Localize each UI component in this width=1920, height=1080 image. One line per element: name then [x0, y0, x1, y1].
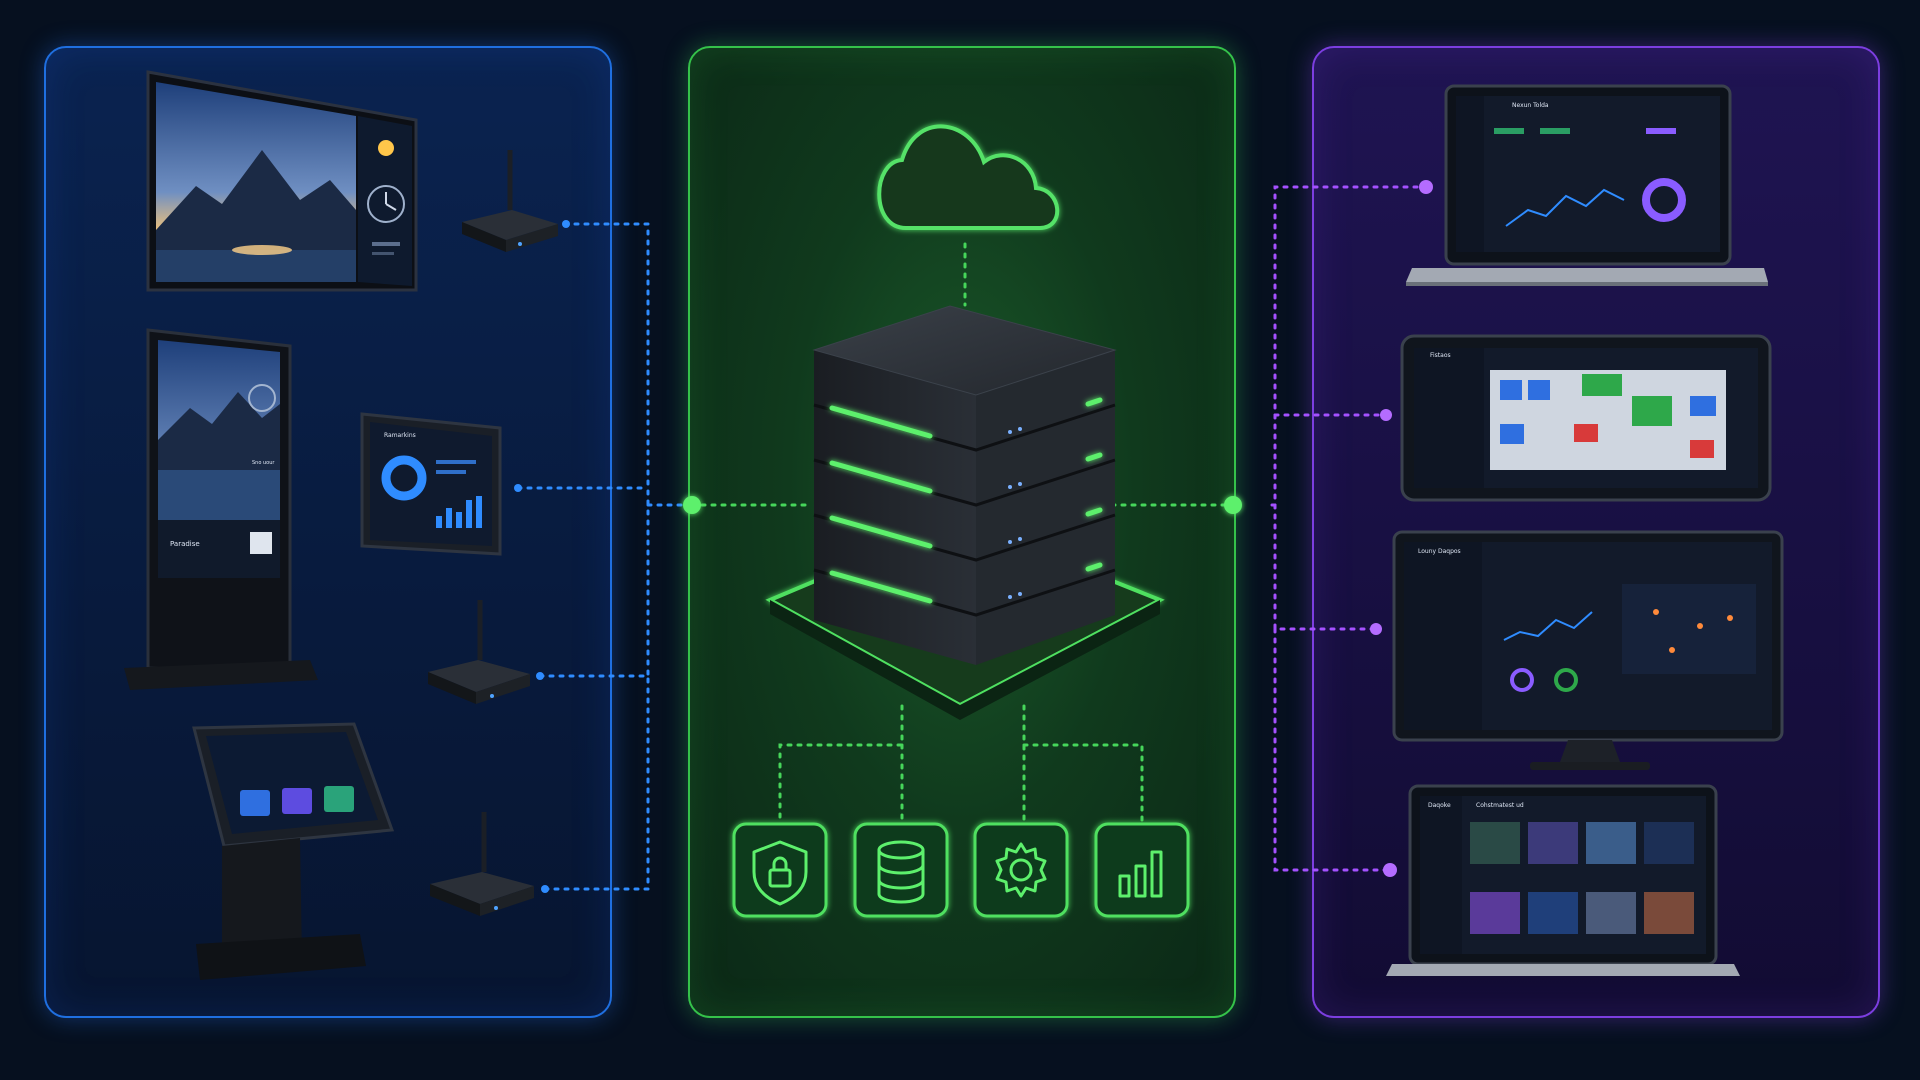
server-units [812, 305, 1117, 665]
gallery-title: Daqoke [1428, 802, 1451, 809]
laptop-dashboard [1406, 84, 1768, 286]
device-connector-dots [514, 220, 570, 893]
line-chart [1505, 188, 1625, 227]
kiosk-button-3 [324, 786, 354, 812]
weather-sun-icon [378, 140, 394, 156]
tablet-title: Ramarkins [384, 432, 416, 439]
gallery-subtitle: Cohstmatest ud [1476, 802, 1524, 809]
server-led-bars [829, 397, 1103, 604]
server-status-lights [1008, 427, 1022, 599]
database-icon [877, 840, 925, 904]
connector-gallery [1273, 627, 1392, 872]
device-connectors [516, 222, 694, 891]
weather-text: Sno uour [252, 460, 275, 466]
connector-hub2 [538, 503, 650, 678]
tablet-floorplan [1400, 334, 1772, 502]
wall-tablet [360, 412, 502, 556]
connector-monitor [1273, 503, 1378, 631]
shield-lock-icon [752, 840, 808, 906]
server-stack [765, 305, 1165, 720]
service-icons [732, 822, 1190, 918]
monitor-title: Louny Daqpos [1418, 548, 1461, 555]
connector-hub3 [543, 674, 650, 891]
connector-tv [563, 222, 650, 507]
connector-security [778, 704, 904, 832]
dashboard-connectors [1270, 185, 1428, 872]
dashboard-connector-dots [1370, 180, 1433, 877]
donut-chart [381, 455, 427, 501]
floorplan-title: Fistaos [1430, 352, 1451, 359]
laptop-title: Nexun Tolda [1512, 102, 1549, 109]
gallery-thumbnails [1470, 822, 1694, 934]
media-player-2 [428, 600, 530, 704]
media-player-3 [430, 812, 534, 916]
bar-chart-icon [1118, 850, 1163, 898]
settings-tile [973, 822, 1069, 918]
kiosk-button-2 [282, 788, 312, 814]
kiosk-button-1 [240, 790, 270, 816]
analytics-tile [1094, 822, 1190, 918]
digital-totem [124, 328, 318, 690]
left-junction-dot [683, 496, 701, 514]
media-player-1 [462, 150, 558, 252]
world-map [1622, 584, 1756, 674]
junction-dots [683, 496, 1242, 514]
qr-code [250, 532, 272, 554]
tablet-bar-chart [436, 496, 482, 528]
gear-icon [995, 842, 1047, 898]
touch-kiosk [192, 722, 395, 980]
gallery-laptop [1386, 784, 1740, 976]
platform-connectors [690, 242, 1234, 832]
line-chart [1503, 611, 1593, 641]
donut-chart [1642, 178, 1686, 222]
clock-icon [367, 185, 405, 223]
kiosk-title: Paradise [170, 540, 200, 548]
cloud-icon [877, 124, 1060, 230]
connector-analytics [1022, 743, 1144, 832]
right-junction-dot [1224, 496, 1242, 514]
wall-display [146, 70, 418, 292]
monitor-dashboard [1392, 530, 1784, 770]
